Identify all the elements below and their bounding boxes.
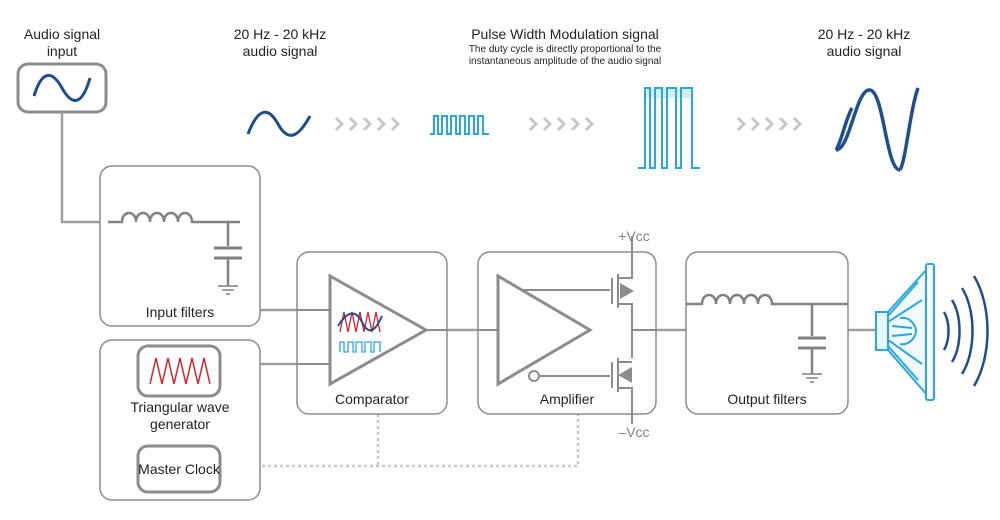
input-filters-box — [99, 165, 261, 327]
oscillator-group-box — [99, 339, 261, 501]
output-filters-box — [685, 251, 849, 415]
audio-signal-label-2: 20 Hz - 20 kHz audio signal — [817, 26, 911, 59]
chevron-arrow-icon — [736, 116, 803, 132]
pwm-wave-icon — [339, 341, 381, 353]
speaker-icon — [875, 263, 935, 401]
input-filters-label: Input filters — [145, 304, 215, 320]
triangle-wave-icon — [149, 357, 211, 385]
ground-icon — [802, 373, 822, 383]
sine-wave-icon — [32, 74, 92, 102]
pwm-title: Pulse Width Modulation signal — [471, 26, 659, 42]
triangular-wave-label: Triangular wave generator — [130, 399, 230, 432]
negative-vcc-label: –Vcc — [618, 424, 650, 440]
comparator-triangle-icon — [328, 273, 430, 387]
positive-vcc-label: +Vcc — [618, 228, 650, 244]
comparator-label: Comparator — [335, 391, 409, 407]
amplifier-box — [477, 236, 657, 424]
inductor-icon — [108, 211, 240, 224]
ground-icon — [218, 285, 238, 295]
audio-signal-label-1: 20 Hz - 20 kHz audio signal — [233, 26, 327, 59]
output-filters-label: Output filters — [727, 391, 807, 407]
amplifier-label: Amplifier — [539, 391, 595, 407]
audio-wave-large-icon — [835, 88, 901, 172]
chevron-arrow-icon — [334, 116, 401, 132]
master-clock-label: Master Clock — [138, 461, 220, 477]
pwm-note: The duty cycle is directly proportional … — [468, 44, 662, 67]
audio-input-label: Audio signal input — [23, 26, 101, 59]
sine-wave-icon — [337, 312, 383, 332]
signal-wires — [60, 112, 876, 366]
audio-input-icon-box — [16, 62, 108, 114]
audio-wave-small-icon — [246, 110, 312, 137]
chevron-arrow-icon — [528, 116, 595, 132]
pwm-wave-small-icon — [430, 115, 489, 135]
master-clock-box — [136, 444, 222, 494]
pwm-wave-large-icon — [638, 87, 700, 169]
inductor-icon — [686, 293, 848, 306]
triangle-wave-icon — [339, 311, 381, 333]
transistor-icon — [611, 246, 656, 414]
comparator-box — [296, 251, 448, 415]
sound-wave-icon — [942, 275, 989, 387]
